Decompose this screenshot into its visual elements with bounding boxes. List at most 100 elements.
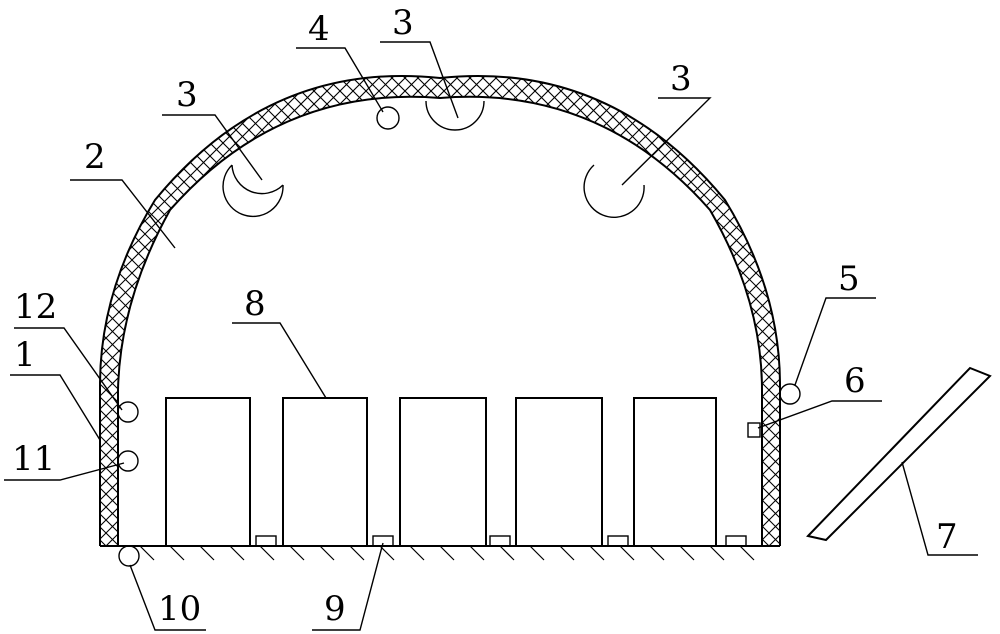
- label-3-left: 3: [176, 75, 198, 115]
- lattice-line: [0, 0, 15, 634]
- label-4: 4: [308, 9, 330, 49]
- ground: [100, 545, 780, 561]
- lattice-line: [771, 75, 780, 546]
- lattice-line: [391, 75, 780, 546]
- label-6: 6: [844, 361, 866, 401]
- lattice-line: [755, 75, 780, 546]
- lattice-line: [534, 75, 780, 546]
- ground-hatch-mark: [289, 545, 305, 561]
- leader-8: [232, 322, 327, 399]
- lattice-line: [173, 75, 780, 546]
- top-sensor: [376, 106, 400, 130]
- ground-hatch-mark: [319, 545, 335, 561]
- lattice-line: [100, 75, 419, 546]
- lattice-line: [339, 75, 780, 546]
- lattice-line: [446, 75, 780, 546]
- lattice-line: [100, 75, 455, 546]
- floor-sensor: [372, 535, 394, 547]
- cabinet: [282, 397, 368, 547]
- lattice-line: [209, 75, 780, 546]
- lattice-line: [954, 0, 1000, 634]
- label-9: 9: [324, 589, 346, 629]
- lattice-line: [251, 75, 780, 546]
- lattice-line: [235, 75, 780, 546]
- ground-hatch-mark: [169, 545, 185, 561]
- callout-labels: 1 2 3 3 3 4 5 6 7 8 9 10 11 12: [12, 3, 958, 629]
- label-8: 8: [244, 284, 266, 324]
- ground-hatch-mark: [619, 545, 635, 561]
- floor-sensor: [489, 535, 511, 547]
- ground-hatch-mark: [499, 545, 515, 561]
- ground-hatch-mark: [529, 545, 545, 561]
- cabinet: [165, 397, 251, 547]
- lattice-line: [993, 0, 1000, 634]
- lattice-line: [980, 0, 1000, 634]
- arch-lamp-body: [583, 164, 645, 218]
- arch-lamp-body: [425, 100, 485, 131]
- label-3-top: 3: [392, 3, 414, 43]
- lattice-line: [100, 75, 624, 546]
- cabinet: [399, 397, 487, 547]
- ground-sensor: [118, 545, 140, 567]
- lattice-line: [951, 0, 1000, 634]
- lattice-line: [563, 75, 780, 546]
- ground-hatch-mark: [559, 545, 575, 561]
- lattice-line: [118, 75, 754, 546]
- lattice-line: [495, 75, 780, 546]
- lattice-line: [459, 75, 780, 546]
- lattice-line: [837, 0, 1000, 634]
- label-11: 11: [12, 439, 55, 479]
- wall-box: [747, 422, 761, 438]
- ground-hatch-mark: [229, 545, 245, 561]
- lattice-line: [768, 75, 780, 546]
- arch-lamps: [222, 100, 645, 218]
- lattice-line: [811, 0, 1000, 634]
- lattice-line: [100, 75, 406, 546]
- lattice-line: [326, 75, 780, 546]
- cabinet: [633, 397, 717, 547]
- leader-12: [14, 327, 123, 411]
- lattice-line: [0, 0, 2, 634]
- lattice-line: [100, 75, 432, 546]
- leader-10: [129, 564, 206, 631]
- lattice-line: [261, 75, 780, 546]
- arch-lamp: [231, 164, 284, 195]
- ground-hatch-mark: [709, 545, 725, 561]
- lattice-line: [964, 0, 1000, 634]
- lattice-line: [547, 75, 780, 546]
- ground-hatch-mark: [259, 545, 275, 561]
- label-2: 2: [84, 137, 106, 177]
- lattice-line: [100, 75, 536, 546]
- lattice-line: [100, 75, 598, 546]
- lattice-line: [821, 0, 1000, 634]
- lattice-line: [100, 75, 692, 546]
- lattice-line: [729, 75, 780, 546]
- leader-5: [794, 297, 876, 386]
- leader-7: [901, 461, 978, 556]
- lattice-line: [100, 75, 666, 546]
- lattice-line: [105, 75, 741, 546]
- lattice-line: [300, 75, 780, 546]
- arch-lamp-body: [222, 164, 284, 218]
- lattice-line: [108, 75, 744, 546]
- lattice-line: [264, 75, 780, 546]
- label-1: 1: [14, 335, 36, 375]
- leader-4: [296, 47, 384, 113]
- lattice-line: [248, 75, 780, 546]
- lattice-line: [274, 75, 780, 546]
- lattice-line: [313, 75, 780, 546]
- label-12: 12: [14, 287, 57, 327]
- lattice-line: [100, 75, 393, 546]
- ground-hatch-mark: [409, 545, 425, 561]
- lattice-line: [100, 75, 676, 546]
- lattice-line: [100, 75, 416, 546]
- label-5: 5: [838, 259, 860, 299]
- lattice-line: [863, 0, 1000, 634]
- floor-sensors: [255, 535, 747, 547]
- lattice-line: [100, 75, 663, 546]
- ground-hatch-mark: [649, 545, 665, 561]
- solar-panel: [806, 366, 992, 542]
- lattice-line: [469, 75, 780, 546]
- lattice-line: [498, 75, 780, 546]
- lattice-line: [824, 0, 1000, 634]
